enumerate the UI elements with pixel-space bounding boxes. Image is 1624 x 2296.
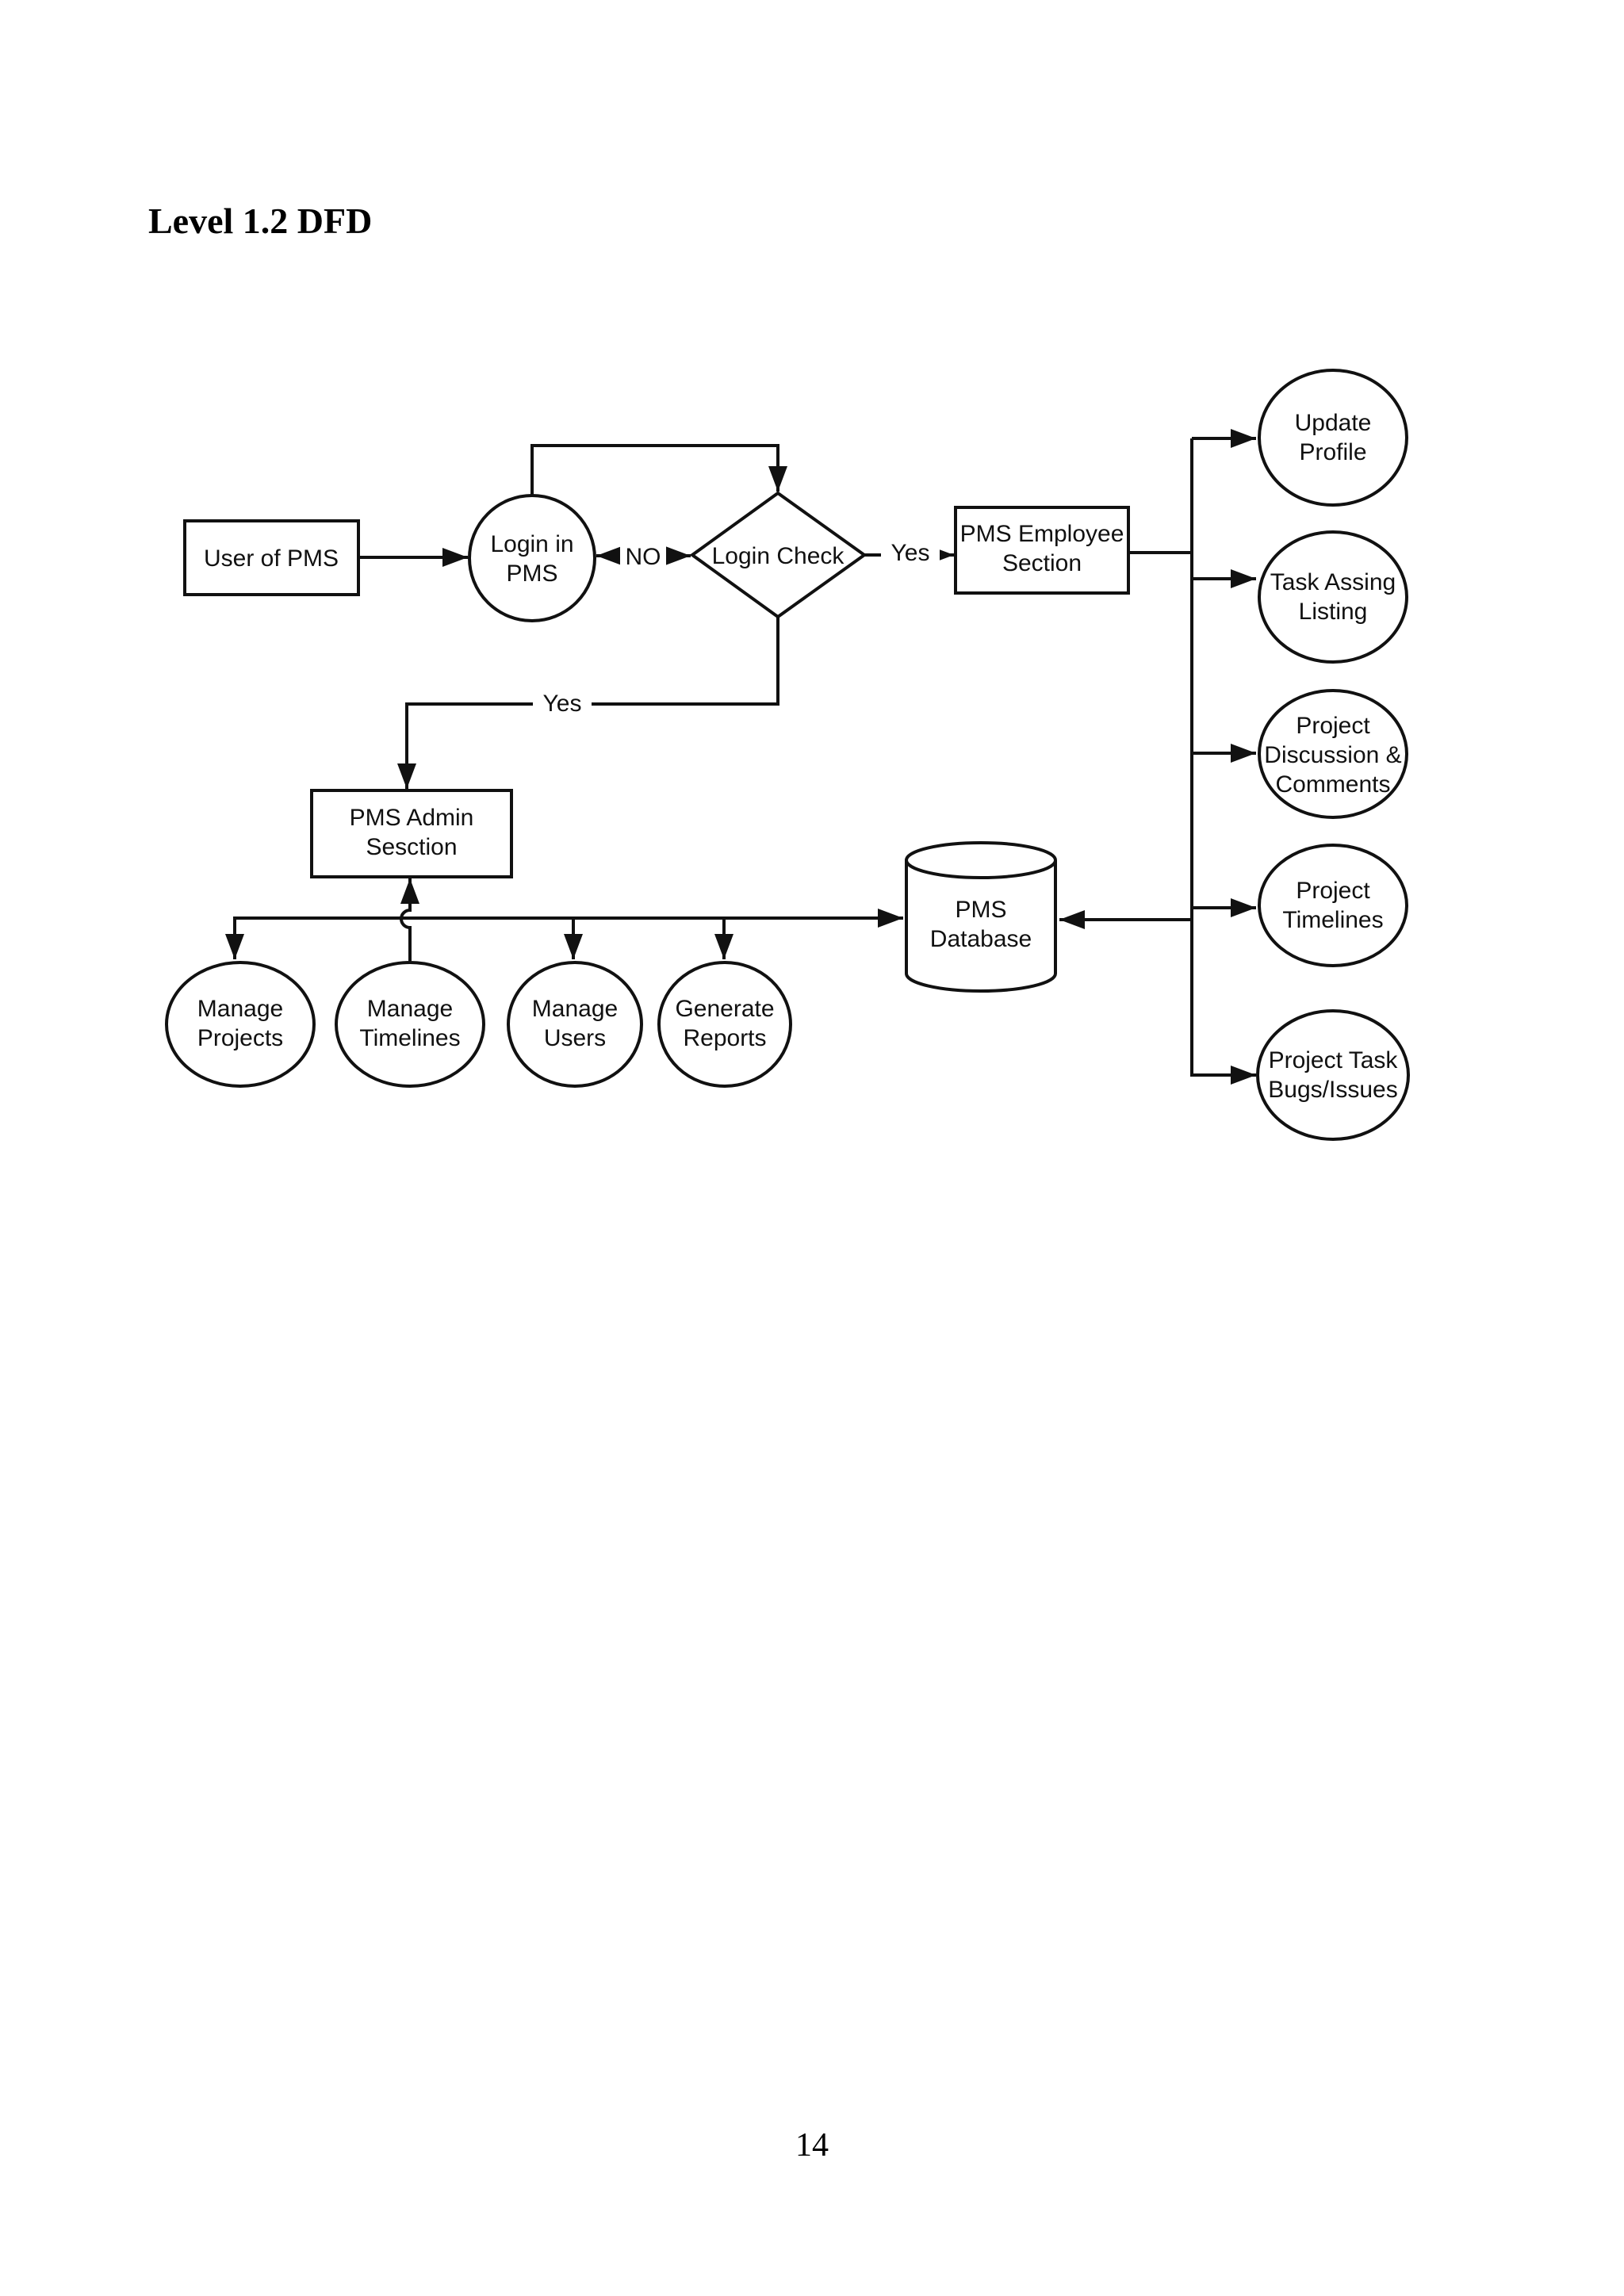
project-timelines-label-1: Project bbox=[1296, 878, 1370, 904]
login-check-label: Login Check bbox=[712, 543, 845, 569]
project-task-bugs-issues-label-2: Bugs/Issues bbox=[1268, 1077, 1397, 1103]
generate-reports-label-1: Generate bbox=[675, 996, 774, 1022]
update-profile-label-1: Update bbox=[1295, 410, 1372, 436]
project-task-bugs-issues-circle bbox=[1256, 1009, 1410, 1141]
login-in-pms-label-1: Login in bbox=[490, 531, 573, 557]
no-label: NO bbox=[626, 544, 661, 570]
pms-employee-section-label-2: Section bbox=[1002, 550, 1082, 576]
manage-timelines-label-1: Manage bbox=[367, 996, 453, 1022]
update-profile-circle bbox=[1258, 369, 1408, 507]
yes-to-employee-label: Yes bbox=[891, 540, 930, 566]
manage-projects-circle bbox=[165, 961, 316, 1088]
task-assing-listing-label-1: Task Assing bbox=[1270, 569, 1396, 595]
pms-database-cylinder bbox=[905, 841, 1057, 993]
login-in-pms-circle bbox=[468, 494, 596, 622]
update-profile-label-2: Profile bbox=[1299, 439, 1366, 465]
yes-to-admin-label: Yes bbox=[543, 691, 582, 717]
arrow-yes-to-admin-section bbox=[397, 617, 779, 789]
generate-reports-label-2: Reports bbox=[683, 1025, 766, 1051]
manage-projects-label-2: Projects bbox=[197, 1025, 283, 1051]
page-number: 14 bbox=[795, 2127, 829, 2164]
arrow-login-loop-to-check bbox=[530, 444, 787, 496]
project-discussion-comments-circle bbox=[1258, 689, 1408, 819]
manage-projects-label-1: Manage bbox=[197, 996, 283, 1022]
project-timelines-label-2: Timelines bbox=[1282, 907, 1383, 933]
yes-down-label-bg bbox=[533, 688, 592, 717]
manage-timelines-label-2: Timelines bbox=[359, 1025, 460, 1051]
section-heading: Level 1.2 DFD bbox=[148, 201, 373, 241]
dfd-nodes bbox=[165, 369, 1410, 1141]
pms-database-label-1: PMS bbox=[955, 897, 1006, 923]
project-discussion-comments-label-3: Comments bbox=[1275, 771, 1390, 798]
project-timelines-circle bbox=[1258, 844, 1408, 967]
user-of-pms-box bbox=[183, 519, 360, 596]
pms-admin-sesction-label-2: Sesction bbox=[366, 834, 457, 860]
dfd-node-labels: User of PMS Login in PMS Login Check PMS… bbox=[197, 410, 1402, 1103]
dfd-edge-labels: NO Yes Yes bbox=[533, 538, 940, 717]
manage-users-label-2: Users bbox=[544, 1025, 606, 1051]
pms-admin-sesction-label-1: PMS Admin bbox=[350, 805, 474, 831]
manage-timelines-circle bbox=[335, 961, 485, 1088]
login-in-pms-label-2: PMS bbox=[506, 561, 557, 587]
project-discussion-comments-label-1: Project bbox=[1296, 713, 1370, 739]
pms-admin-sesction-box bbox=[310, 789, 513, 878]
task-assing-listing-label-2: Listing bbox=[1299, 599, 1368, 625]
no-label-bg bbox=[620, 541, 666, 570]
task-assing-listing-circle bbox=[1258, 530, 1408, 664]
yes-right-label-bg bbox=[881, 538, 940, 566]
bus-and-arrow-to-manage-projects bbox=[225, 916, 903, 959]
pms-database-label-2: Database bbox=[930, 926, 1032, 952]
pms-employee-section-label-1: PMS Employee bbox=[960, 521, 1124, 547]
manage-users-circle bbox=[507, 961, 643, 1088]
project-discussion-comments-label-2: Discussion & bbox=[1264, 742, 1401, 768]
generate-reports-circle bbox=[657, 961, 792, 1088]
pms-employee-section-box bbox=[954, 506, 1130, 595]
user-of-pms-label: User of PMS bbox=[204, 545, 339, 572]
arrow-timelines-to-admin-with-hop bbox=[400, 878, 419, 961]
project-task-bugs-issues-label-1: Project Task bbox=[1269, 1047, 1399, 1073]
trunk-and-arrow-to-bugs-issues bbox=[1190, 438, 1256, 1085]
manage-users-label-1: Manage bbox=[532, 996, 618, 1022]
